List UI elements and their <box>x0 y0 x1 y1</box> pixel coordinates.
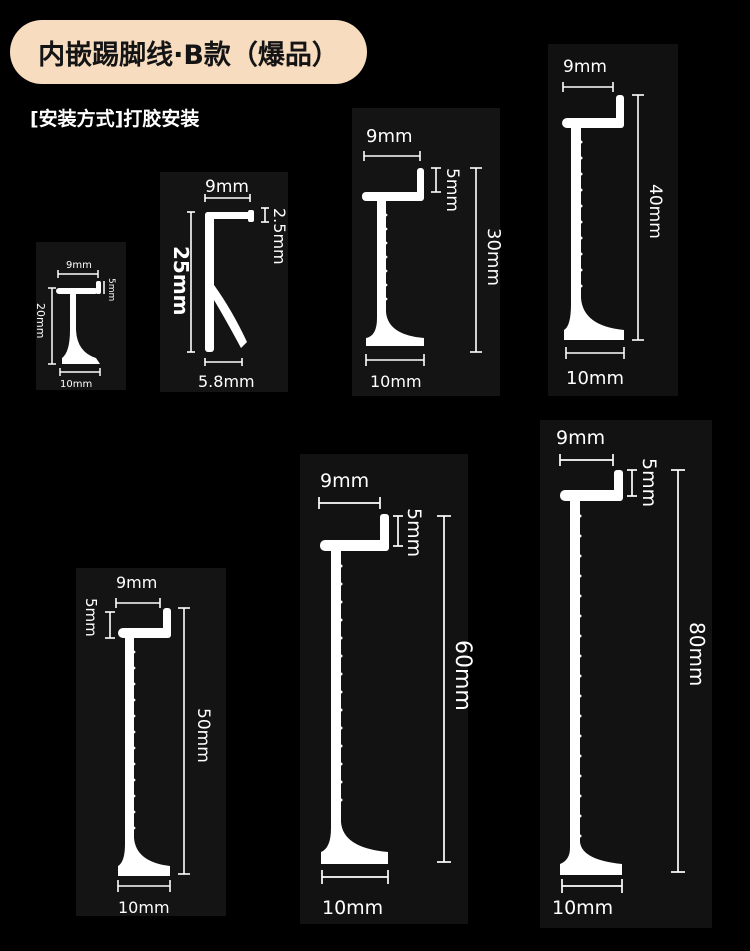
profile-25mm: 9mm 2.5mm 25mm 5.8mm <box>160 172 289 392</box>
profile-20-height-label: 20mm <box>34 303 47 338</box>
profile-50-height-label: 50mm <box>193 708 213 763</box>
profile-20-lip-label: 5mm <box>106 278 116 301</box>
profile-40mm: 9mm 40mm 10mm <box>548 44 678 396</box>
profile-40-top-label: 9mm <box>563 57 607 77</box>
profile-20mm: 9mm 5mm 20mm 10mm <box>34 242 126 390</box>
profile-30-lip-label: 5mm <box>442 168 462 212</box>
profile-60-height-label: 60mm <box>450 640 475 711</box>
profile-40-base-label: 10mm <box>566 368 624 389</box>
profile-60mm: 9mm 5mm 60mm 10mm <box>300 454 475 924</box>
profile-30-top-label: 9mm <box>366 126 413 147</box>
profile-20-top-label: 9mm <box>66 260 92 271</box>
profile-50-top-label: 9mm <box>116 573 157 592</box>
profile-50-base-label: 10mm <box>118 898 170 917</box>
profile-30-height-label: 30mm <box>483 228 504 286</box>
profile-50-lip-label: 5mm <box>82 598 100 637</box>
profile-60-lip-label: 5mm <box>403 508 425 557</box>
profile-80-top-label: 9mm <box>556 427 605 449</box>
profile-25-lip-label: 2.5mm <box>270 208 289 265</box>
page-title: 内嵌踢脚线·B款（爆品） <box>38 39 339 71</box>
profile-80-height-label: 80mm <box>685 622 709 686</box>
installation-method-label: [安装方式]打胶安装 <box>30 108 200 130</box>
profile-25-top-label: 9mm <box>205 177 249 197</box>
profile-60-top-label: 9mm <box>320 470 369 492</box>
profile-25-base-label: 5.8mm <box>198 372 255 391</box>
profile-60-base-label: 10mm <box>322 897 383 919</box>
profile-40-height-label: 40mm <box>645 184 665 239</box>
profile-30mm: 9mm 5mm 30mm 10mm <box>352 108 504 396</box>
profile-50mm: 9mm 5mm 50mm 10mm <box>76 568 226 917</box>
profile-80-lip-label: 5mm <box>638 458 660 507</box>
profile-20-base-label: 10mm <box>60 379 92 390</box>
title-badge: 内嵌踢脚线·B款（爆品） <box>10 20 367 84</box>
profile-30-base-label: 10mm <box>370 372 422 391</box>
profile-80-base-label: 10mm <box>552 897 613 919</box>
profile-80mm: 9mm 5mm 80mm 10mm <box>540 420 712 928</box>
profile-25-height-label: 25mm <box>169 246 193 316</box>
